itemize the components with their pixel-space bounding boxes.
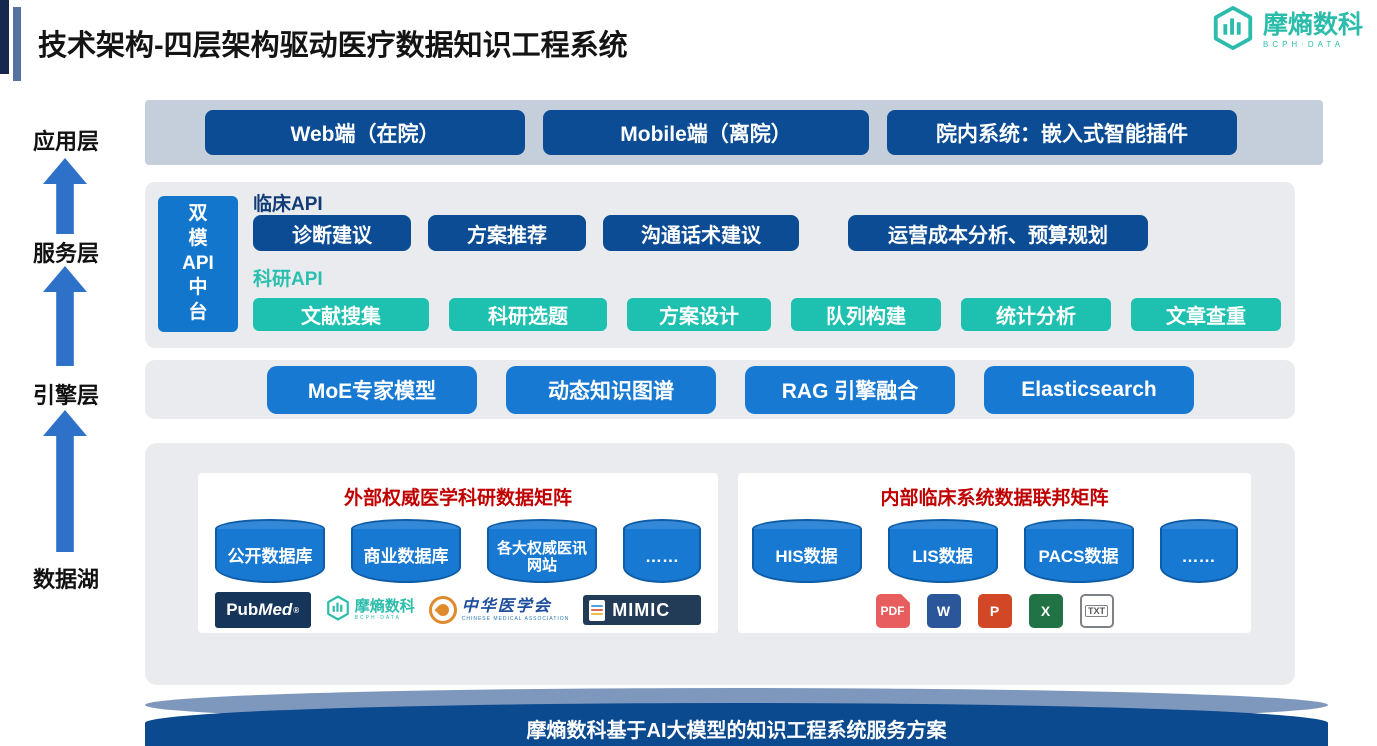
mimic-logo: MIMIC — [583, 595, 702, 625]
txt-icon: TXT — [1079, 594, 1114, 628]
layer-label-application: 应用层 — [32, 129, 99, 154]
app-item-mobile: Mobile端（离院） — [543, 110, 869, 155]
internal-data-panel: 内部临床系统数据联邦矩阵 HIS数据 LIS数据 PACS数据 …… — [738, 473, 1251, 633]
footer-text: 摩熵数科基于AI大模型的知识工程系统服务方案 — [526, 720, 947, 742]
research-item-plagiarism: 文章查重 — [1131, 298, 1281, 331]
external-cylinder-row: 公开数据库 商业数据库 各大权威医讯网站 …… — [198, 519, 718, 583]
hexagon-bars-icon — [325, 595, 351, 626]
cylinder-label: HIS数据 — [775, 547, 838, 567]
up-arrow-icon — [43, 410, 87, 552]
database-cylinder: LIS数据 — [887, 519, 998, 583]
cylinder-label: PACS数据 — [1038, 547, 1119, 567]
cylinder-label: 公开数据库 — [227, 547, 313, 567]
logo-name: 摩熵数科 — [1262, 10, 1363, 39]
service-layer-band: 双 模 API 中 台 临床API 诊断建议 方案推荐 沟通话术建议 运营成本分… — [145, 182, 1295, 348]
file-type-row: PDF W P X TXT — [738, 594, 1251, 628]
cylinder-label: …… — [645, 547, 679, 567]
cylinder-label: 各大权威医讯网站 — [496, 539, 587, 574]
data-lake-band: 外部权威医学科研数据矩阵 公开数据库 商业数据库 各大权威医讯网站 …… — [145, 443, 1295, 685]
company-logo: 摩熵数科 BCPH·DATA — [1210, 5, 1363, 56]
cma-logo: 中华医学会 CHINESE MEDICAL ASSOCIATION — [428, 596, 570, 624]
hub-line: 双 — [188, 203, 208, 225]
up-arrow-icon — [43, 266, 87, 366]
accent-bar-dark — [0, 0, 9, 74]
app-item-web: Web端（在院） — [205, 110, 525, 155]
document-icon — [589, 599, 606, 621]
ppt-icon: P — [977, 594, 1012, 628]
internal-cylinder-row: HIS数据 LIS数据 PACS数据 …… — [738, 519, 1251, 583]
research-api-label: 科研API — [253, 269, 323, 290]
database-cylinder: 公开数据库 — [215, 519, 325, 583]
research-item-topic: 科研选题 — [449, 298, 607, 331]
accent-bar-light — [13, 7, 21, 81]
clinical-item-cost-analysis: 运营成本分析、预算规划 — [848, 215, 1148, 251]
research-api-row: 文献搜集 科研选题 方案设计 队列构建 统计分析 文章查重 — [253, 298, 1281, 331]
engine-layer-band: MoE专家模型 动态知识图谱 RAG 引擎融合 Elasticsearch — [145, 360, 1295, 419]
engine-item-knowledge-graph: 动态知识图谱 — [506, 365, 716, 414]
external-panel-title: 外部权威医学科研数据矩阵 — [343, 488, 572, 509]
clinical-api-row: 诊断建议 方案推荐 沟通话术建议 运营成本分析、预算规划 — [253, 215, 1148, 251]
hub-line: 模 — [188, 227, 208, 249]
cylinder-label: 商业数据库 — [363, 547, 449, 567]
database-cylinder: 商业数据库 — [351, 519, 461, 583]
application-layer-band: Web端（在院） Mobile端（离院） 院内系统：嵌入式智能插件 — [145, 100, 1323, 165]
hub-line: API — [182, 252, 214, 274]
cma-emblem-icon — [428, 596, 457, 624]
layer-label-datalake: 数据湖 — [32, 567, 99, 592]
research-item-cohort: 队列构建 — [791, 298, 941, 331]
research-item-literature: 文献搜集 — [253, 298, 429, 331]
database-cylinder: PACS数据 — [1023, 519, 1134, 583]
research-item-statistics: 统计分析 — [961, 298, 1111, 331]
logo-subtitle: BCPH·DATA — [1262, 39, 1345, 49]
up-arrow-icon — [43, 158, 87, 234]
pdf-icon: PDF — [875, 594, 910, 628]
research-item-design: 方案设计 — [627, 298, 771, 331]
internal-panel-title: 内部临床系统数据联邦矩阵 — [880, 488, 1109, 509]
clinical-item-diagnosis: 诊断建议 — [253, 215, 411, 251]
engine-item-elasticsearch: Elasticsearch — [984, 365, 1194, 414]
database-cylinder: 各大权威医讯网站 — [487, 519, 597, 583]
database-cylinder: …… — [1159, 519, 1238, 583]
word-icon: W — [926, 594, 961, 628]
hub-line: 中 — [188, 277, 208, 299]
clinical-api-label: 临床API — [253, 194, 323, 215]
clinical-item-plan: 方案推荐 — [428, 215, 586, 251]
external-data-panel: 外部权威医学科研数据矩阵 公开数据库 商业数据库 各大权威医讯网站 …… — [198, 473, 718, 633]
clinical-item-communication: 沟通话术建议 — [603, 215, 799, 251]
engine-item-moe: MoE专家模型 — [267, 365, 477, 414]
app-item-hospital-plugin: 院内系统：嵌入式智能插件 — [887, 110, 1237, 155]
cylinder-label: …… — [1181, 547, 1216, 567]
hexagon-bars-icon — [1210, 5, 1256, 56]
layer-label-service: 服务层 — [32, 241, 99, 266]
hub-line: 台 — [188, 302, 208, 324]
cylinder-label: LIS数据 — [912, 547, 973, 567]
footer-platform: 摩熵数科基于AI大模型的知识工程系统服务方案 — [145, 688, 1328, 746]
dual-mode-api-hub: 双 模 API 中 台 — [158, 196, 238, 332]
excel-icon: X — [1028, 594, 1063, 628]
database-cylinder: HIS数据 — [751, 519, 862, 583]
layer-label-engine: 引擎层 — [32, 383, 99, 408]
page-title: 技术架构-四层架构驱动医疗数据知识工程系统 — [38, 30, 628, 62]
platform-body — [145, 703, 1328, 746]
database-cylinder: …… — [623, 519, 701, 583]
bcph-logo: 摩熵数科 BCPH·DATA — [325, 595, 415, 626]
engine-item-rag: RAG 引擎融合 — [745, 365, 955, 414]
